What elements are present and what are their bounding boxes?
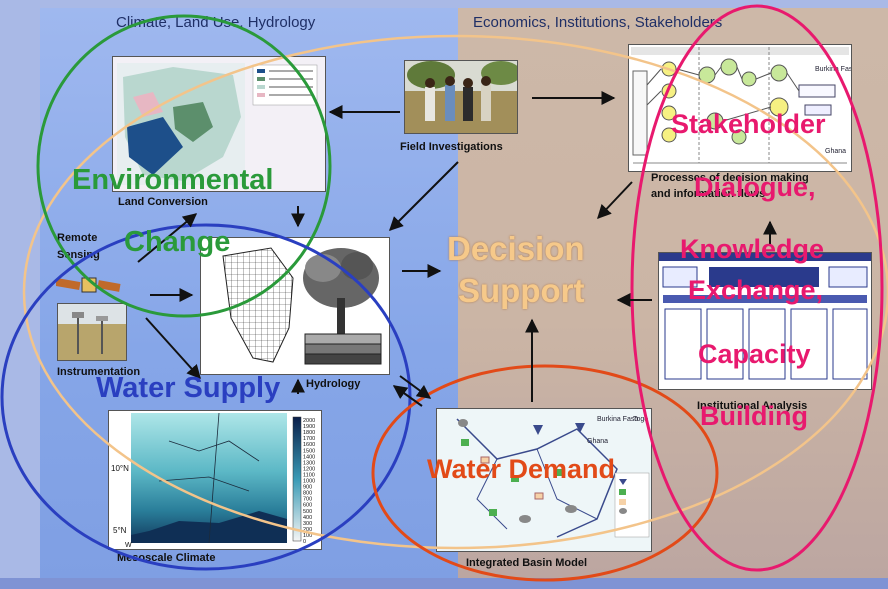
climate-scale-label: 200 (303, 527, 312, 533)
stakeholder-ellipse (630, 4, 884, 572)
theme-decision-line2: Support (458, 272, 585, 309)
institutional-analysis-graphic (659, 253, 871, 380)
arrow-field-to-hydrology (389, 161, 459, 231)
theme-stakeholder-line4: Exchange, (688, 275, 824, 305)
caption-instrumentation: Instrumentation (57, 366, 141, 378)
climate-scale-label: 400 (303, 515, 312, 521)
climate-scale-label: 1000 (303, 479, 315, 485)
theme-environmental: Environmental (72, 164, 274, 196)
climate-scale-label: 1800 (303, 430, 315, 436)
climate-scale-label: 100 (303, 533, 312, 539)
diagram-label-burkina: Burkina Faso (815, 66, 851, 73)
climate-scale-label: 500 (303, 509, 312, 515)
climate-scale-label: 0 (303, 539, 306, 545)
climate-scale-label: 1300 (303, 460, 315, 466)
theme-decision-line1: Decision (447, 230, 585, 267)
lon-label-w: W (125, 542, 132, 549)
caption-integrated-basin-model: Integrated Basin Model (466, 557, 588, 569)
climate-scale-label: 300 (303, 521, 312, 527)
theme-water-demand: Water Demand (427, 454, 616, 484)
instrumentation-photo (57, 303, 127, 361)
climate-scale-label: 1900 (303, 424, 315, 430)
header-economics-institutions-stakeholders: Economics, Institutions, Stakeholders (473, 14, 723, 31)
climate-scale-label: 1400 (303, 454, 315, 460)
bottom-strip (0, 578, 888, 589)
theme-stakeholder-line1: Stakeholder (671, 109, 826, 139)
arrow-instrumentation-to-climate (145, 317, 201, 380)
institutional-analysis-chart (658, 252, 872, 390)
theme-stakeholder-line6: Building (700, 401, 808, 431)
climate-scale-label: 2000 (303, 418, 315, 424)
climate-scale-label: 1600 (303, 442, 315, 448)
satellite-icon (56, 277, 121, 293)
basin-label-burkina: Burkina Faso (597, 416, 638, 423)
field-investigations-graphic (405, 61, 517, 133)
climate-scale-labels: 2000190018001700160015001400130012001100… (303, 418, 315, 545)
climate-scale-label: 1100 (303, 472, 315, 478)
climate-scale-label: 600 (303, 503, 312, 509)
basin-label-ghana: Ghana (587, 438, 608, 445)
environmental-change-ellipse (36, 14, 332, 318)
climate-scale-label: 1500 (303, 448, 315, 454)
land-conversion-map-graphic (117, 63, 318, 185)
caption-institutional-analysis: Institutional Analysis (697, 400, 808, 412)
overall-ellipse (22, 34, 888, 550)
basin-label-togo: Togo (633, 416, 648, 423)
arrow-hydrology-to-basin (399, 375, 432, 399)
caption-processes-line1: Processes of decision making (651, 172, 809, 184)
theme-water-supply: Water Supply (96, 372, 281, 404)
caption-land-conversion: Land Conversion (118, 196, 208, 208)
climate-scale-label: 1200 (303, 466, 315, 472)
instrumentation-graphic (58, 304, 126, 360)
decision-processes-graphic: Burkina Faso Ghana (631, 47, 851, 164)
theme-stakeholder-line3: Knowledge (680, 234, 825, 264)
arrow-processes-to-decision (597, 181, 633, 220)
lat-label-10n: 10°N (111, 464, 129, 473)
field-investigations-photo (404, 60, 518, 134)
arrow-basin-to-hydrology (392, 385, 423, 407)
caption-field-investigations: Field Investigations (400, 141, 503, 153)
climate-scale-label: 800 (303, 491, 312, 497)
arrow-remote-to-land (137, 213, 198, 263)
lat-label-5n: 5°N (113, 526, 127, 535)
caption-hydrology: Hydrology (306, 378, 361, 390)
theme-change: Change (124, 226, 231, 258)
caption-processes-line2: and information flows (651, 188, 766, 200)
climate-scale-label: 700 (303, 497, 312, 503)
climate-scale-label: 1700 (303, 436, 315, 442)
theme-stakeholder-line2: Dialogue, (694, 172, 816, 202)
integrated-basin-model-diagram: Burkina Faso Togo Ghana (436, 408, 652, 552)
land-conversion-map (112, 56, 326, 192)
water-demand-ellipse (371, 364, 719, 582)
diagram-label-ghana: Ghana (825, 148, 846, 155)
climate-scale-label: 900 (303, 485, 312, 491)
theme-stakeholder-line5: Capacity (698, 339, 811, 369)
caption-remote-sensing-line1: Remote (57, 232, 98, 244)
